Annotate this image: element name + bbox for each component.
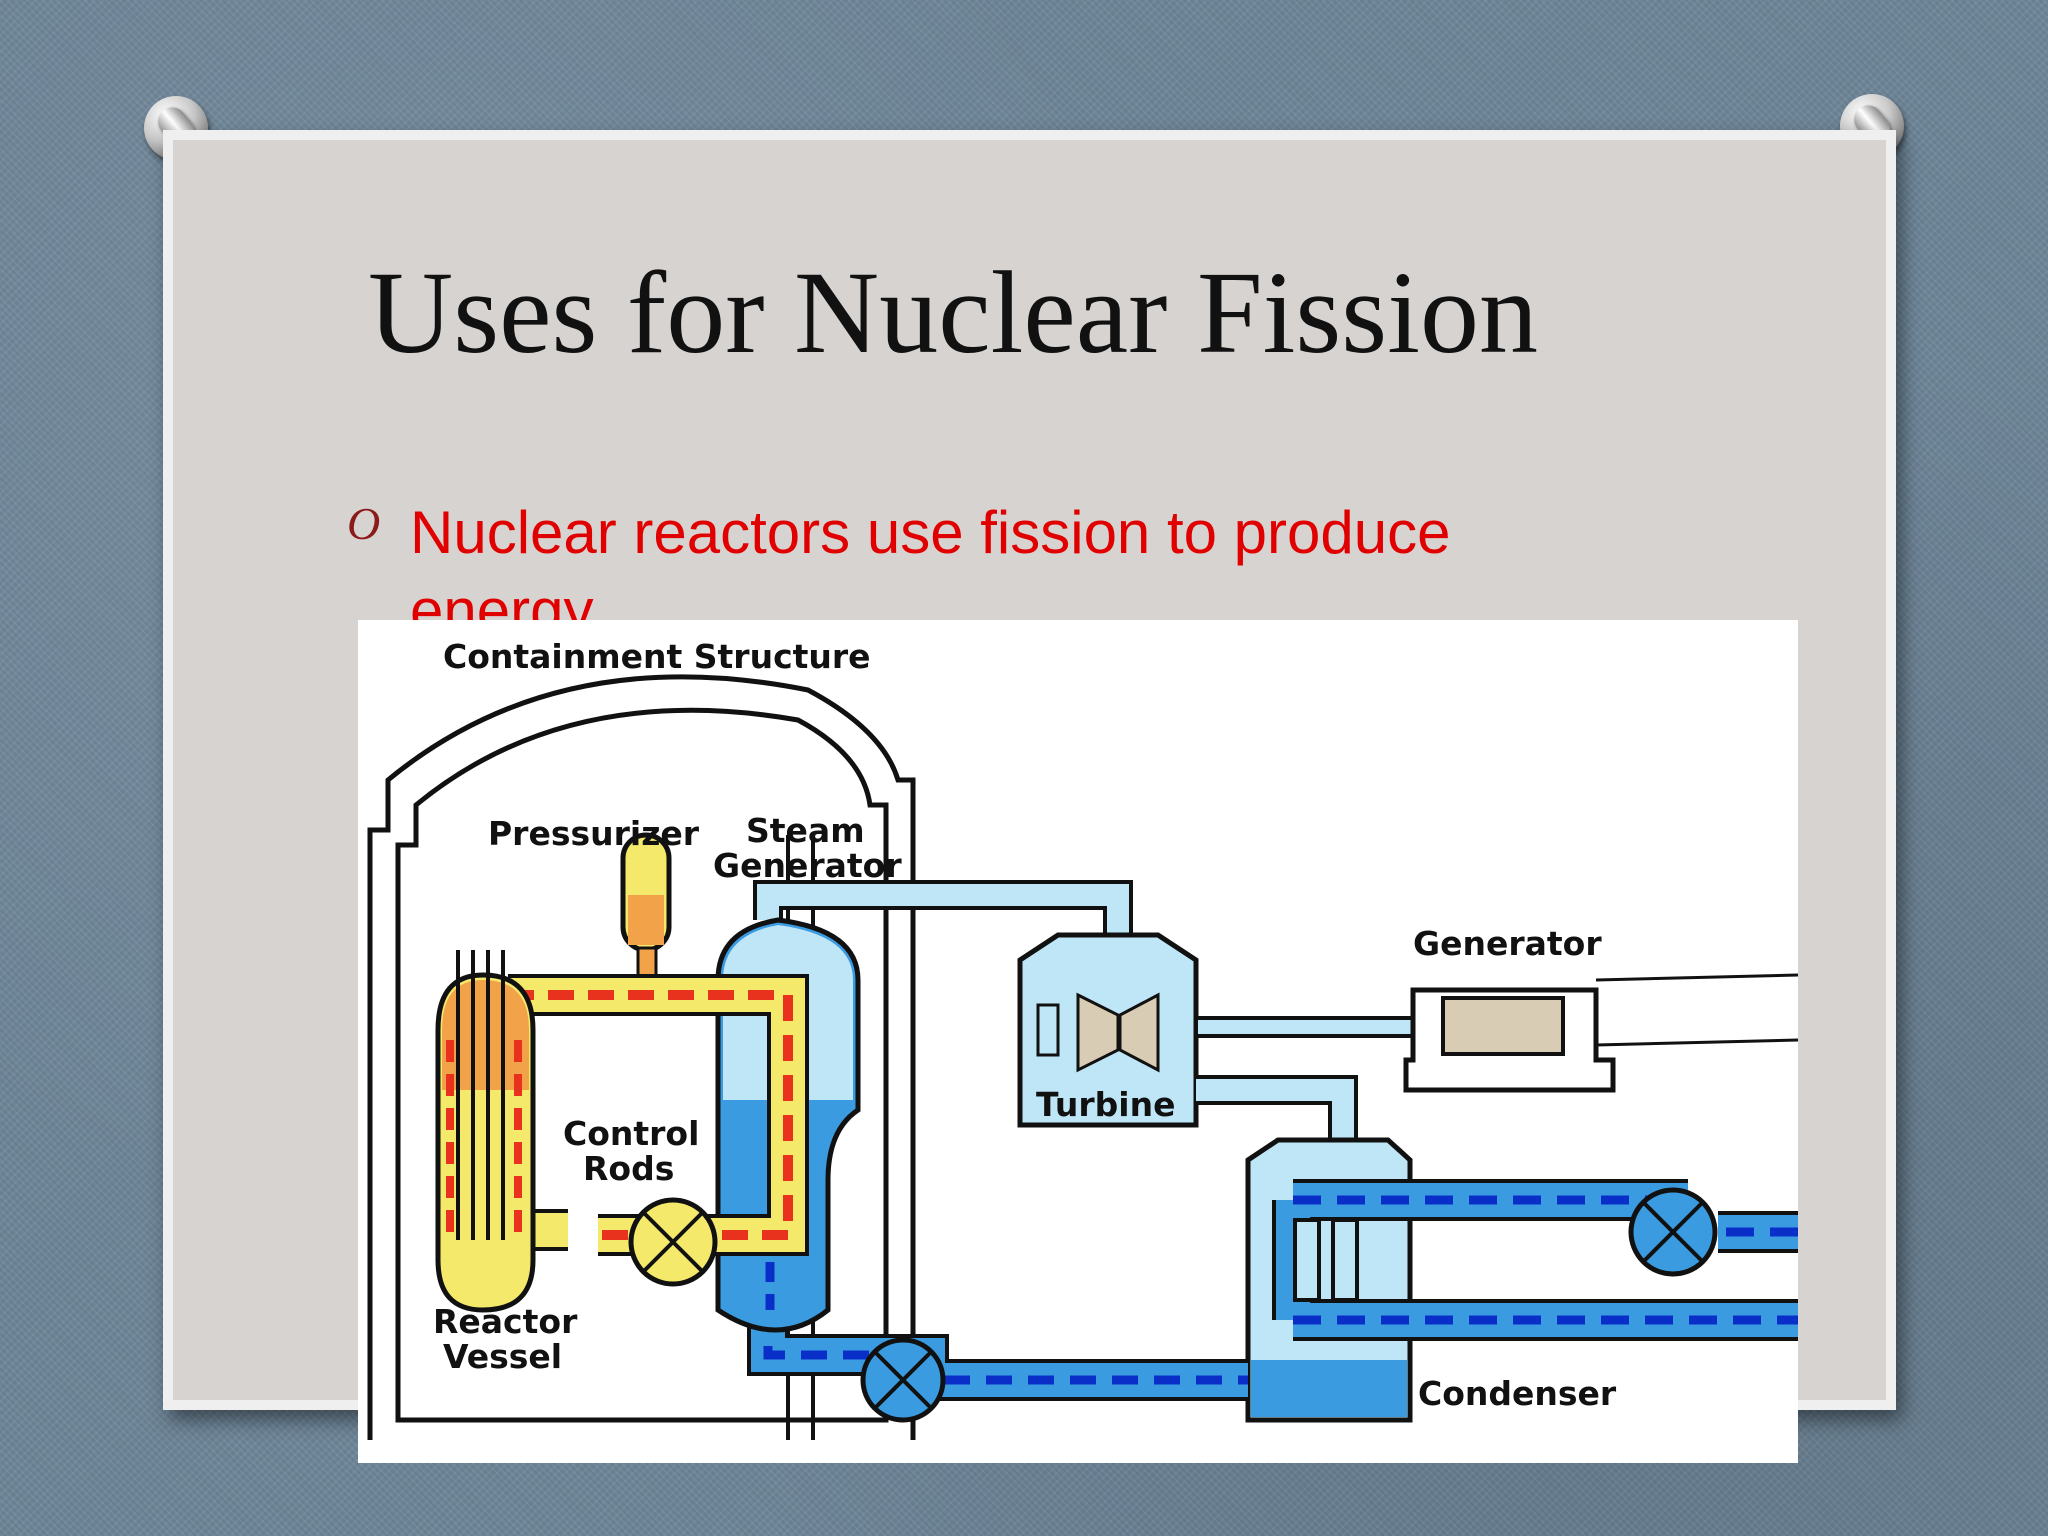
label-rods: Rods <box>583 1149 674 1188</box>
label-steam-generator: Generator <box>713 846 902 885</box>
label-steam: Steam <box>746 811 865 850</box>
containment-structure <box>367 674 916 1440</box>
slide-title: Uses for Nuclear Fission <box>368 247 1538 378</box>
label-control: Control <box>563 1114 699 1153</box>
bullet-marker: O <box>347 498 381 549</box>
label-pressurizer: Pressurizer <box>488 814 700 853</box>
label-containment: Containment Structure <box>443 637 871 676</box>
reactor-diagram-svg: Containment Structure Pressurizer Steam … <box>367 637 1798 1440</box>
label-generator: Generator <box>1413 924 1602 963</box>
label-reactor: Reactor <box>433 1302 578 1341</box>
bullet-text: Nuclear reactors use fission to produce … <box>410 499 1451 644</box>
label-turbine: Turbine <box>1036 1085 1175 1124</box>
label-condenser: Condenser <box>1418 1374 1617 1413</box>
reactor-diagram: Containment Structure Pressurizer Steam … <box>358 620 1798 1463</box>
label-vessel: Vessel <box>443 1337 562 1376</box>
